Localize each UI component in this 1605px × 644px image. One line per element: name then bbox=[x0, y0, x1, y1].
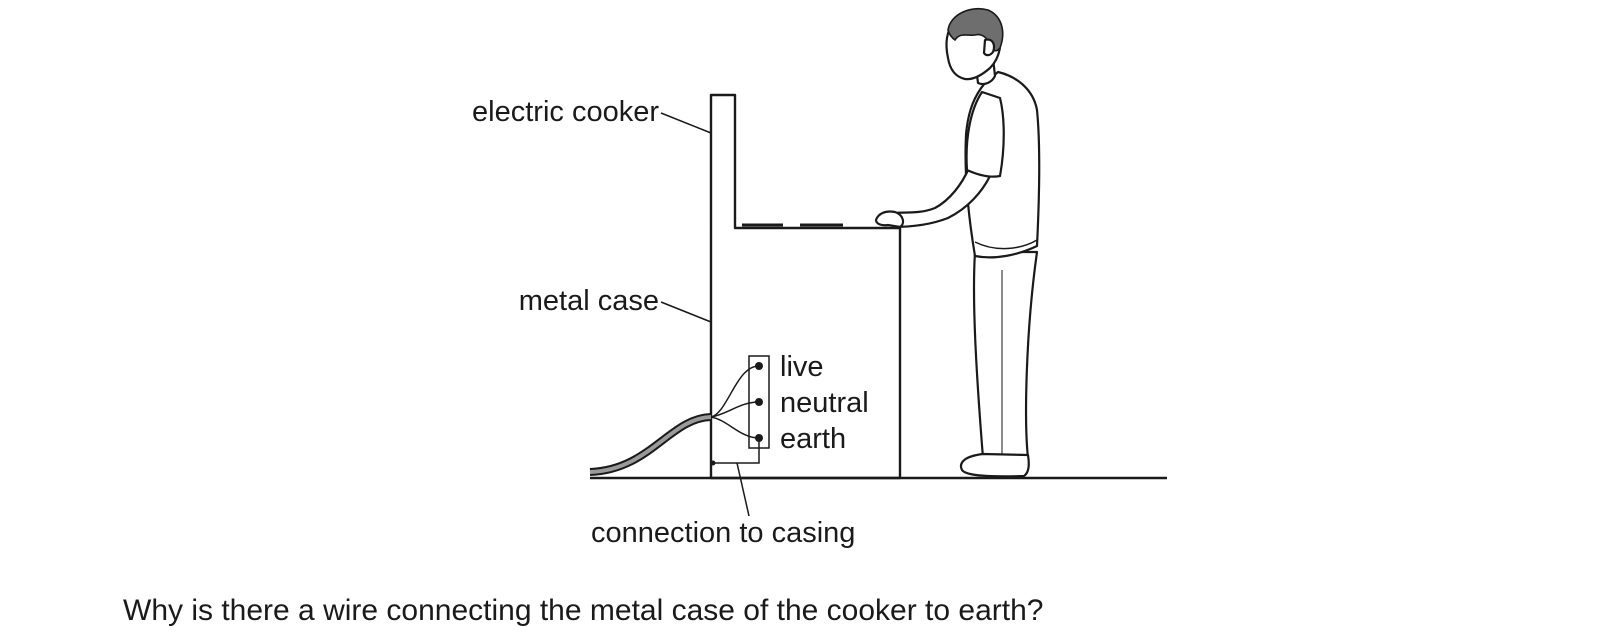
person-figure bbox=[874, 8, 1041, 478]
live-wire bbox=[710, 365, 760, 418]
person-arm bbox=[891, 166, 992, 229]
earth-to-casing-wire bbox=[713, 438, 760, 464]
person-trousers bbox=[972, 250, 1039, 460]
label-connection-to-casing: connection to casing bbox=[591, 517, 855, 549]
connection-leader bbox=[736, 462, 750, 517]
label-live: live bbox=[780, 351, 824, 383]
person-ear bbox=[982, 38, 996, 57]
cooker-metal-case bbox=[709, 93, 902, 480]
label-earth: earth bbox=[780, 423, 846, 455]
label-electric-cooker: electric cooker bbox=[472, 96, 659, 128]
mains-cable-inner bbox=[589, 415, 712, 474]
person-sleeve bbox=[965, 90, 1005, 178]
casing-connection-point bbox=[710, 460, 716, 466]
metal-case-leader bbox=[660, 301, 712, 323]
person-shoe bbox=[959, 452, 1030, 478]
label-metal-case: metal case bbox=[519, 285, 659, 317]
label-neutral: neutral bbox=[780, 387, 869, 419]
question-text: Why is there a wire connecting the metal… bbox=[123, 594, 1043, 627]
earth-wire bbox=[710, 416, 760, 439]
neutral-wire bbox=[710, 401, 760, 418]
electric-cooker-leader bbox=[660, 112, 712, 134]
person-hand bbox=[874, 210, 905, 229]
mains-cable-outer bbox=[589, 413, 712, 476]
